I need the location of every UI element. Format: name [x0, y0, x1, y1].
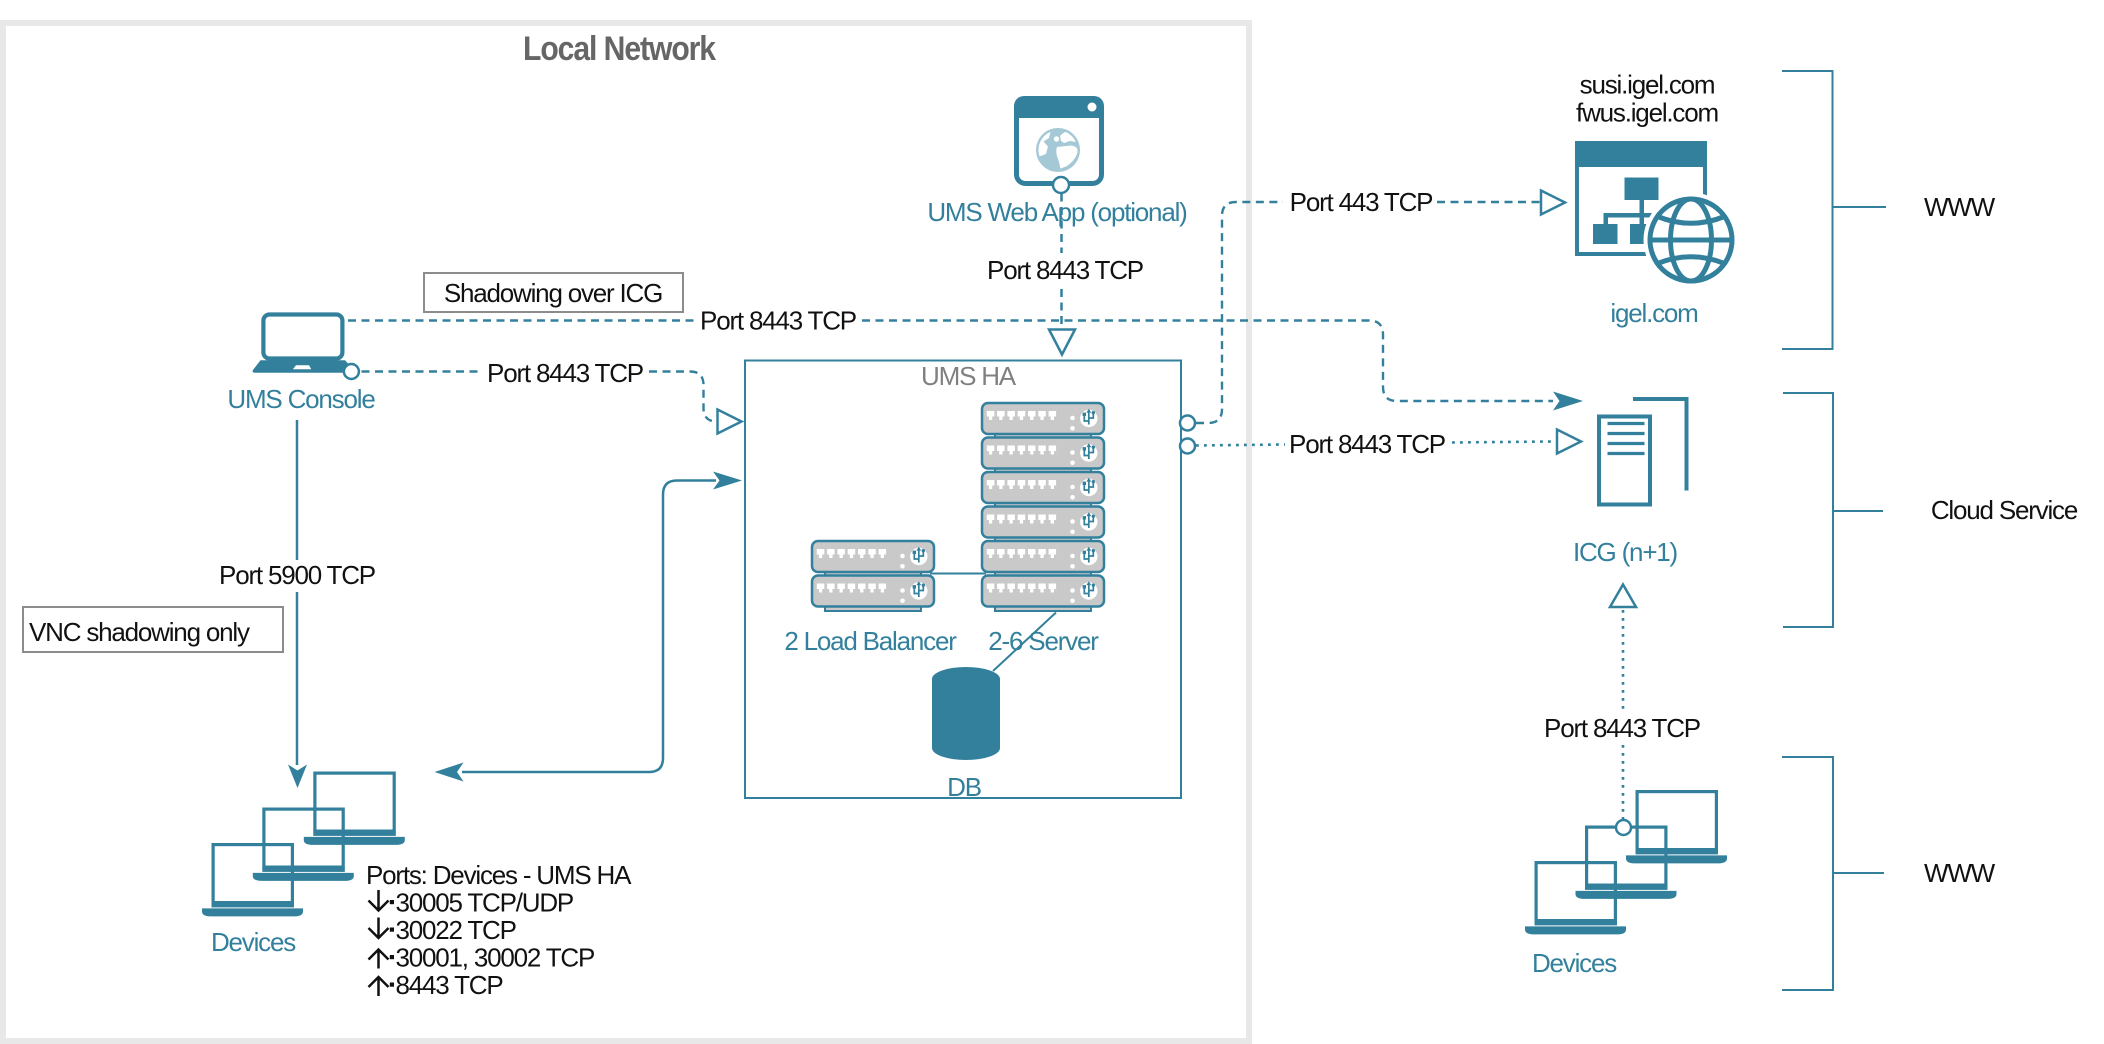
svg-text:Port 8443 TCP: Port 8443 TCP [987, 255, 1143, 285]
svg-text:DB: DB [947, 772, 981, 802]
svg-text:Ports: Devices - UMS HA: Ports: Devices - UMS HA [366, 860, 632, 890]
svg-text:Port 8443 TCP: Port 8443 TCP [1289, 429, 1445, 459]
svg-text:Devices: Devices [211, 927, 296, 957]
svg-text:WWW: WWW [1924, 858, 1996, 888]
svg-text:UMS Web App (optional): UMS Web App (optional) [927, 197, 1187, 227]
svg-text:ICG (n+1): ICG (n+1) [1573, 537, 1678, 567]
svg-text:Devices: Devices [1532, 948, 1617, 978]
svg-text:fwus.igel.com: fwus.igel.com [1576, 98, 1718, 128]
svg-text:VNC shadowing only: VNC shadowing only [29, 617, 250, 647]
svg-text:UMS Console: UMS Console [227, 384, 375, 414]
svg-text:igel.com: igel.com [1610, 298, 1697, 328]
svg-text:Port 8443 TCP: Port 8443 TCP [487, 358, 643, 388]
svg-text:8443 TCP: 8443 TCP [396, 970, 503, 1000]
svg-text:susi.igel.com: susi.igel.com [1580, 70, 1715, 100]
svg-text:Port 8443 TCP: Port 8443 TCP [700, 306, 856, 336]
svg-text:Cloud Service: Cloud Service [1931, 495, 2078, 525]
svg-text:Port 5900 TCP: Port 5900 TCP [219, 560, 375, 590]
svg-text:UMS HA: UMS HA [921, 361, 1017, 391]
svg-text:Port 8443 TCP: Port 8443 TCP [1544, 713, 1700, 743]
svg-text:Shadowing over ICG: Shadowing over ICG [444, 278, 662, 308]
svg-text:WWW: WWW [1924, 192, 1996, 222]
svg-text:30005 TCP/UDP: 30005 TCP/UDP [396, 888, 574, 918]
svg-text:Local Network: Local Network [523, 30, 716, 68]
svg-text:2 Load Balancer: 2 Load Balancer [784, 626, 957, 656]
svg-text:2-6 Server: 2-6 Server [988, 626, 1099, 656]
svg-text:30001, 30002 TCP: 30001, 30002 TCP [396, 943, 595, 973]
svg-text:Port 443 TCP: Port 443 TCP [1290, 187, 1433, 217]
svg-text:30022 TCP: 30022 TCP [396, 915, 516, 945]
